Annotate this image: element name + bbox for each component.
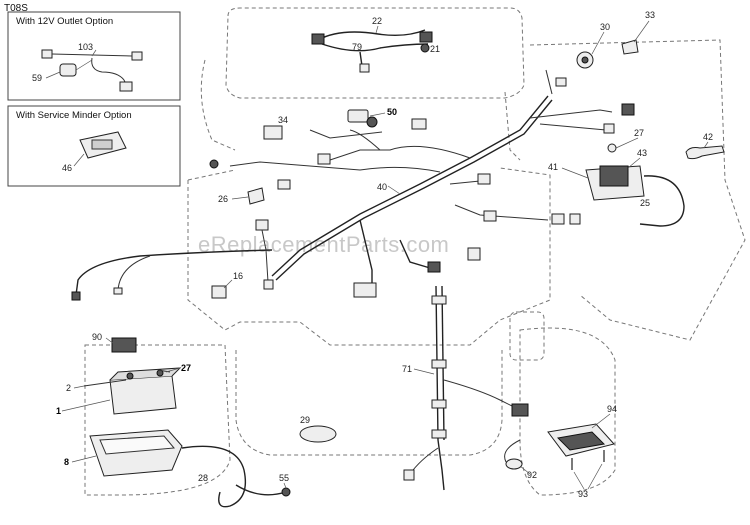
tractor-outline	[84, 7, 746, 496]
part-16: 16	[211, 271, 243, 299]
inset-callout-103: 103	[78, 42, 93, 52]
callout-92: 92	[527, 470, 537, 480]
callout-50: 50	[387, 107, 397, 117]
callout-79: 79	[352, 42, 362, 52]
battery-tray: 8	[64, 429, 183, 477]
callout-90: 90	[92, 332, 102, 342]
part-26: 26	[218, 179, 291, 205]
callout-30: 30	[600, 22, 610, 32]
ignition-cluster: 42 27 43 41 25	[548, 128, 725, 227]
callout-16: 16	[233, 271, 243, 281]
callout-55: 55	[279, 473, 289, 483]
inset-service-minder: With Service Minder Option 46	[7, 105, 181, 187]
callout-27-top: 27	[634, 128, 644, 138]
callout-43: 43	[637, 148, 647, 158]
inset-12v-outlet: With 12V Outlet Option 103 59	[7, 11, 181, 101]
callout-41: 41	[548, 162, 558, 172]
callout-8: 8	[64, 457, 69, 467]
inset-callout-59: 59	[32, 73, 42, 83]
callout-29: 29	[300, 415, 310, 425]
callout-2: 2	[66, 383, 71, 393]
callout-27-battery: 27	[181, 363, 191, 373]
callout-94: 94	[607, 404, 617, 414]
callout-1: 1	[56, 406, 61, 416]
callout-33: 33	[645, 10, 655, 20]
seat-switch-cluster: 94 92 93	[504, 404, 617, 499]
rear-harness: 71	[402, 285, 529, 491]
left-ground-wire	[71, 219, 274, 301]
callout-71: 71	[402, 364, 412, 374]
inset-12v-title: With 12V Outlet Option	[16, 16, 113, 27]
callout-22: 22	[372, 16, 382, 26]
model-code: T08S	[4, 3, 28, 14]
callout-28: 28	[198, 473, 208, 483]
battery-cluster: 90 2 27 1	[56, 332, 191, 416]
callout-25: 25	[640, 198, 650, 208]
center-connectors	[353, 219, 481, 298]
inset-callout-46: 46	[62, 163, 72, 173]
part-30-33: 30 33	[576, 10, 655, 69]
part-50-34: 50 34	[263, 107, 427, 140]
right-middle-bracket	[509, 311, 545, 361]
headlight-harness: 22 79 21	[311, 16, 440, 73]
part-29: 29	[299, 415, 337, 443]
callout-42: 42	[703, 132, 713, 142]
main-wire-harness: 40	[209, 69, 635, 281]
callout-34: 34	[278, 115, 288, 125]
inset-service-title: With Service Minder Option	[16, 110, 132, 121]
callout-40: 40	[377, 182, 387, 192]
callout-26: 26	[218, 194, 228, 204]
callout-21: 21	[430, 44, 440, 54]
callout-93: 93	[578, 489, 588, 499]
bottom-cable: 28 55	[181, 445, 291, 508]
